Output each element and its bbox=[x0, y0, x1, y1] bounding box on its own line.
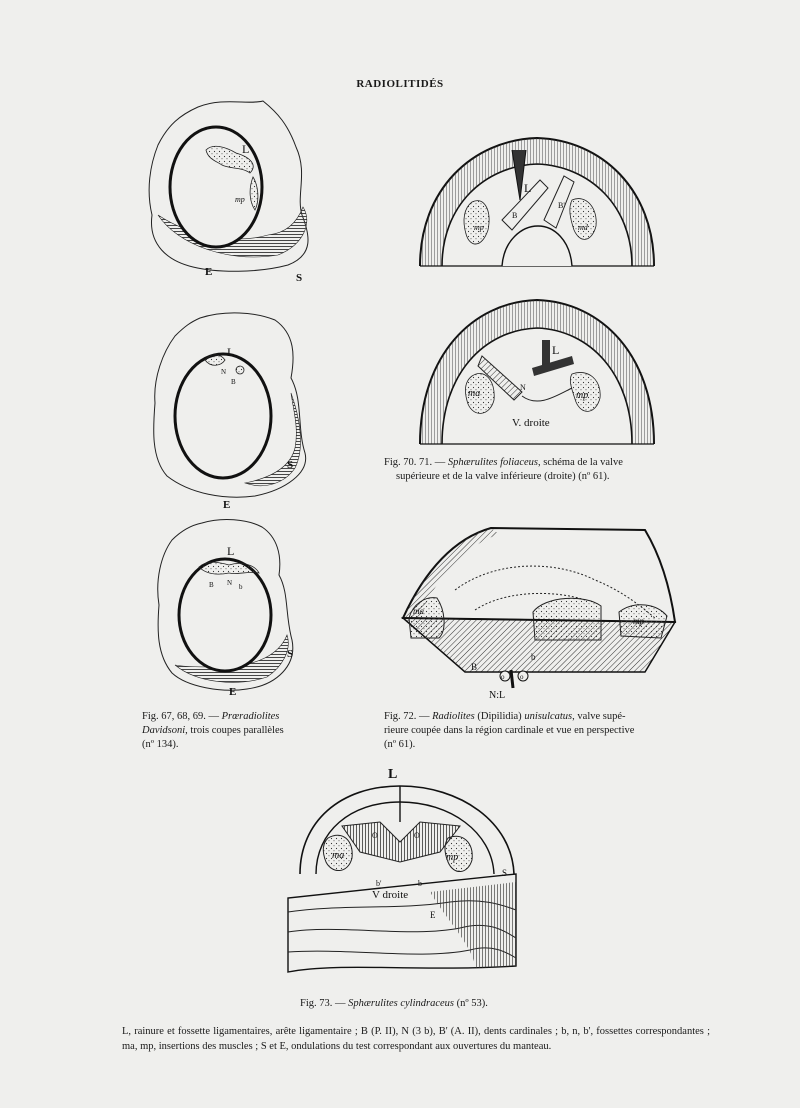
caption-prefix: Fig. 72. — bbox=[384, 711, 433, 722]
fig67-label-L: L bbox=[242, 142, 249, 156]
fig73-label-valve: V droite bbox=[372, 889, 408, 901]
caption-species: Radiolites bbox=[432, 711, 475, 722]
fig73-label-L: L bbox=[388, 767, 397, 782]
caption-rest: , schéma de la valve bbox=[538, 457, 623, 468]
fig73-label-b1: b' bbox=[376, 879, 382, 888]
fig70-label-mp: mp bbox=[474, 223, 484, 232]
fig69-label-N: N bbox=[227, 579, 232, 587]
figure-73: L O O ma mp b' b V droite S E bbox=[287, 767, 517, 973]
fig71-label-N: N bbox=[520, 383, 526, 392]
caption-prefix: Fig. 67, 68, 69. — bbox=[142, 711, 222, 722]
fig72-label-o2: o bbox=[520, 673, 524, 681]
fig71-label-L: L bbox=[552, 343, 559, 357]
figure-69: L B N b S E bbox=[157, 519, 294, 698]
fig73-label-b2: b bbox=[418, 879, 422, 888]
fig69-label-b: b bbox=[239, 583, 243, 591]
fig67-label-S: S bbox=[296, 272, 302, 284]
caption-line2: rieure coupée dans la région cardinale e… bbox=[384, 725, 635, 736]
fig69-label-B: B bbox=[209, 581, 214, 589]
caption-prefix: Fig. 73. — bbox=[300, 998, 349, 1009]
fig72-label-o1: o bbox=[501, 673, 505, 681]
fig68-label-S: S bbox=[287, 459, 293, 471]
caption-species: Prœradiolites bbox=[221, 711, 280, 722]
fig68-label-L: L bbox=[227, 345, 234, 359]
fig69-label-L: L bbox=[227, 544, 234, 558]
caption-sub: (Dipilidia) bbox=[474, 711, 525, 722]
caption-fig73: Fig. 73. — Sphærulites cylindraceus (nº … bbox=[300, 997, 560, 1011]
fig70-label-L: L bbox=[524, 181, 531, 195]
fig69-label-S: S bbox=[287, 648, 293, 660]
caption-line3: (nº 61). bbox=[384, 739, 416, 750]
caption-fig67-69: Fig. 67, 68, 69. — Prœradiolites Davidso… bbox=[142, 710, 372, 752]
caption-line2: supérieure et de la valve inférieure (dr… bbox=[396, 471, 610, 482]
fig68-label-N: N bbox=[221, 368, 226, 376]
fig71-label-mp: mp bbox=[576, 390, 588, 401]
fig71-label-ma: ma bbox=[468, 388, 480, 399]
legend-text: L, rainure et fossette ligamentaires, ar… bbox=[122, 1026, 710, 1052]
fig70-label-B: B bbox=[512, 211, 517, 220]
caption-rest: , valve supé- bbox=[572, 711, 626, 722]
fig73-label-ma: ma bbox=[332, 850, 344, 861]
caption-ref: (nº 134). bbox=[142, 739, 179, 750]
caption-rest: (nº 53). bbox=[454, 998, 488, 1009]
figure-71: L N ma mp V. droite bbox=[419, 298, 655, 445]
running-head: RADIOLITIDÉS bbox=[356, 78, 444, 90]
caption-species: Sphærulites foliaceus bbox=[447, 457, 539, 468]
fig73-label-O1: O bbox=[372, 831, 378, 840]
fig69-label-E: E bbox=[229, 686, 236, 698]
caption-prefix: Fig. 70. 71. — bbox=[384, 457, 448, 468]
figure-70: L B B' mp md bbox=[419, 136, 655, 267]
fig73-label-E: E bbox=[430, 910, 436, 920]
fig73-label-S: S bbox=[502, 868, 507, 878]
figure-72: ma mp B b o o N:L bbox=[400, 526, 677, 701]
caption-fig72: Fig. 72. — Radiolites (Dipilidia) unisul… bbox=[384, 710, 694, 752]
fig72-label-NL: N:L bbox=[489, 690, 505, 701]
figure-68: L N B S E bbox=[153, 312, 307, 511]
caption-species2: unisulcatus bbox=[524, 711, 573, 722]
fig72-label-B: B bbox=[471, 662, 477, 672]
fig68-label-E: E bbox=[223, 499, 230, 511]
caption-fig70-71: Fig. 70. 71. — Sphærulites foliaceus, sc… bbox=[384, 456, 684, 484]
caption-rest: , trois coupes parallèles bbox=[185, 725, 284, 736]
fig70-label-md: md bbox=[578, 223, 589, 232]
fig70-label-B2: B' bbox=[558, 201, 565, 210]
caption-species: Sphærulites cylindraceus bbox=[348, 998, 455, 1009]
fig67-label-mp: mp bbox=[235, 195, 245, 204]
fig71-label-valve: V. droite bbox=[512, 417, 550, 429]
fig68-label-B: B bbox=[231, 378, 236, 386]
figure-67: L mp S E bbox=[148, 100, 309, 284]
fig73-label-mp: mp bbox=[446, 852, 458, 863]
fig72-label-b: b bbox=[531, 652, 536, 662]
fig73-label-O2: O bbox=[414, 831, 420, 840]
fig72-label-ma: ma bbox=[413, 606, 424, 616]
fig67-label-E: E bbox=[205, 266, 212, 278]
fig72-label-mp: mp bbox=[633, 616, 644, 626]
caption-species2: Davidsoni bbox=[142, 725, 186, 736]
